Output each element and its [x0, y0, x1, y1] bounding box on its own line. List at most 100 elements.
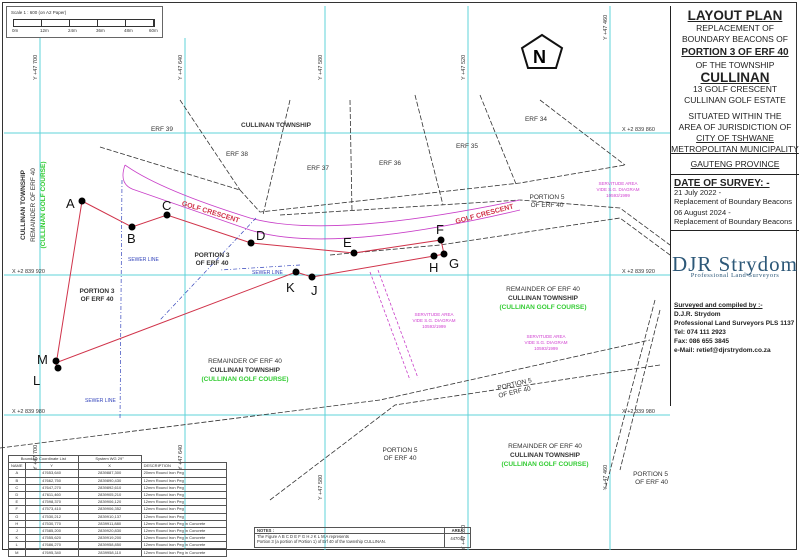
servitude-label: VIDE S.G. DIAGRAM: [596, 187, 639, 192]
beacon-name: D: [8, 490, 26, 500]
erf-label: ERF 35: [456, 143, 478, 150]
portion-label: OF ERF 40: [384, 455, 417, 462]
beacon-name: B: [8, 476, 26, 485]
beacon-g: [440, 250, 448, 258]
address: CULLINAN GOLF ESTATE: [684, 95, 786, 105]
plan-frame: [2, 2, 797, 550]
scale-graphic: [13, 19, 155, 27]
beacon-name: G: [8, 512, 26, 521]
golf-crescent-road: [122, 164, 521, 381]
erf-label: ERF 37: [307, 165, 329, 172]
servitude-label: SERVITUDE AREA: [415, 312, 454, 317]
servitude-label: VIDE S.G. DIAGRAM: [412, 318, 455, 323]
road-label: GOLF CRESCENT: [181, 200, 241, 224]
title-text: OF THE TOWNSHIP: [695, 60, 775, 70]
beacon-h: [430, 252, 438, 260]
sewer-line-label: SEWER LINE: [85, 398, 117, 404]
servitude-label: VIDE S.G. DIAGRAM: [524, 340, 567, 345]
beacon-label: G: [449, 256, 459, 271]
divider: [671, 174, 799, 175]
property-name: PORTION 3 OF ERF 40: [681, 47, 789, 58]
grid-label-y: Y +47 460: [603, 465, 609, 490]
x-coordinate: 2839919,200: [77, 534, 142, 543]
x-coordinate: 2839958,850: [77, 541, 142, 550]
sewer-line: [119, 179, 301, 421]
beacon-name: E: [8, 498, 26, 507]
township-label: CULLINAN TOWNSHIP: [210, 367, 281, 374]
grid-label-x: X +2 839 920: [12, 269, 45, 275]
scale-bar: Scale 1 : 600 (on A2 Paper) 0m 12m 24m 3…: [6, 6, 163, 38]
table-system: System WG 29°: [77, 454, 142, 464]
scale-tick: 24m: [68, 28, 77, 33]
phone: Tel: 074 111 2923: [674, 329, 726, 336]
erf-label: ERF 36: [379, 160, 401, 167]
township-label: CULLINAN TOWNSHIP: [241, 122, 312, 129]
erf-boundaries: [0, 94, 670, 501]
column-header: Y: [24, 462, 79, 471]
area-box: AREA 4470m²: [444, 528, 470, 547]
survey-date: 06 August 2024 -: [674, 208, 731, 217]
beacon-name: A: [8, 469, 26, 478]
notes-box: NOTES : The Figure A B C D E F G H J K L…: [254, 527, 471, 548]
scale-tick: 12m: [40, 28, 49, 33]
erf-label: ERF 34: [525, 116, 547, 123]
description: 12mm Round Iron Peg in Concrete: [140, 541, 227, 550]
servitude-label: SERVITUDE AREA: [599, 181, 638, 186]
north-arrow-icon: N: [520, 33, 564, 69]
beacon-name: H: [8, 519, 26, 528]
x-coordinate: 2839906,352: [77, 505, 142, 514]
beacon-e: [350, 249, 358, 257]
column-header: DESCRIPTION: [140, 462, 227, 471]
portion-label: PORTION 3: [194, 252, 229, 259]
golf-course-label: (CULLINAN GOLF COURSE): [499, 304, 586, 311]
beacon-f: [437, 236, 445, 244]
golf-course-label: (CULLINAN GOLF COURSE): [201, 376, 288, 383]
erf-label: ERF 38: [226, 151, 248, 158]
beacon-j: [308, 273, 316, 281]
grid-label-y: Y +47 640: [178, 445, 184, 470]
road-label: GOLF CRESCENT: [455, 203, 515, 225]
x-coordinate: 2839905,210: [77, 490, 142, 500]
beacon-k: [292, 268, 300, 276]
y-coordinate: 47686,270: [24, 541, 79, 550]
beacon-label: K: [286, 280, 295, 295]
beacon-name: K: [8, 534, 26, 543]
erf-label: ERF 39: [151, 126, 173, 133]
x-coordinate: 2839906,120: [77, 498, 142, 507]
beacon-name: C: [8, 483, 26, 492]
remainder-label: REMAINDER OF ERF 40: [208, 358, 282, 365]
logo-name: DJR Strydom: [672, 252, 798, 276]
beacon-m: [52, 357, 60, 365]
surveyor-firm: Professional Land Surveyors PLS 1137: [674, 320, 795, 327]
grid-label-x: X +2 839 980: [12, 409, 45, 415]
portion-3-boundary: [55, 200, 445, 366]
grid-label-y: Y +47 460: [603, 15, 609, 40]
remainder-label: REMAINDER OF ERF 40: [30, 168, 37, 242]
notes-text: The Figure A B C D E F G H J K L M A rep…: [257, 534, 350, 539]
portion-label: OF ERF 40: [81, 296, 114, 303]
date-heading: DATE OF SURVEY: -: [674, 178, 770, 189]
survey-dates: DATE OF SURVEY: - 21 July 2022 - Replace…: [671, 178, 799, 227]
surveyor-contact: Surveyed and compiled by :- D.J.R. Stryd…: [671, 301, 799, 355]
grid-label-y: Y +47 580: [318, 55, 324, 80]
grid-label-y: Y +47 700: [33, 55, 39, 80]
township-label: CULLINAN TOWNSHIP: [20, 169, 27, 240]
scale-tick: 48m: [124, 28, 133, 33]
column-header: NAME: [8, 462, 26, 471]
logo-subtitle: Professional Land Surveyors: [690, 272, 780, 279]
y-coordinate: 47585,200: [24, 526, 79, 536]
grid-label-y: Y +47 520: [461, 525, 467, 550]
notes-heading: NOTES :: [255, 528, 470, 534]
grid-label-y: Y +47 520: [461, 55, 467, 80]
title-text: BOUNDARY BEACONS OF: [682, 34, 788, 44]
beacon-a: [78, 197, 86, 205]
portion-label: OF ERF 40: [531, 202, 564, 209]
beacon-label: A: [66, 196, 75, 211]
